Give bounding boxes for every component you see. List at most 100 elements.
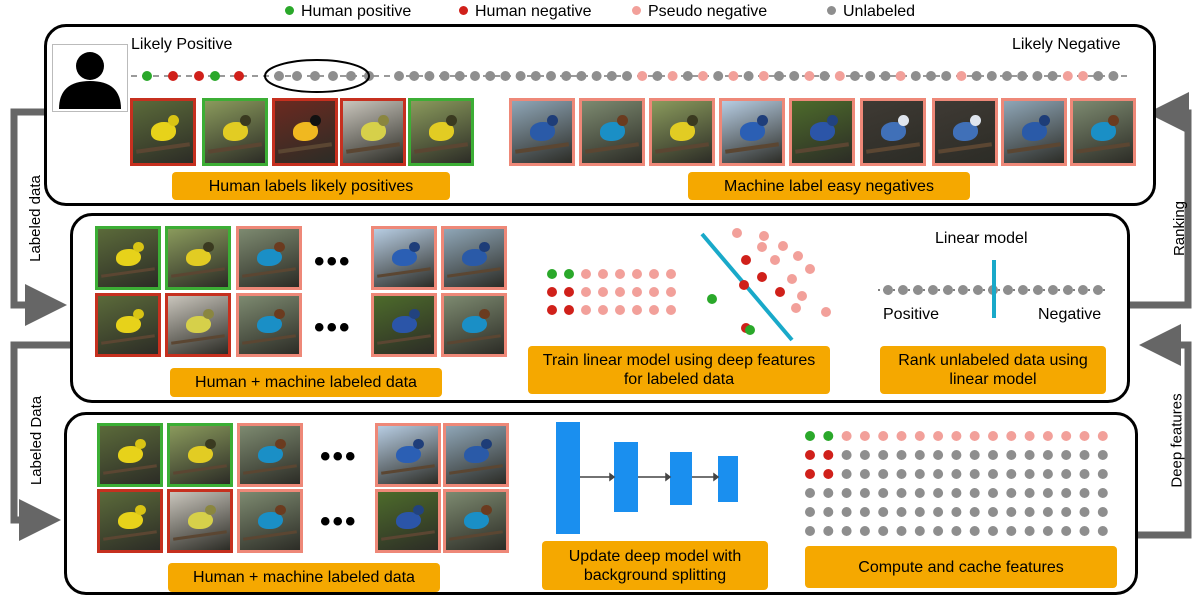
selection-ellipse: [264, 59, 370, 93]
pseudo-negative-dot: [797, 291, 807, 301]
pseudo-negative-dot: [581, 287, 591, 297]
unlabeled-dot: [805, 507, 815, 517]
bird-image-thumbnail: [789, 98, 855, 166]
unlabeled-dot: [841, 469, 852, 479]
unlabeled-dot: [454, 71, 465, 81]
bird-image-thumbnail: [340, 98, 406, 166]
network-layer-1: [556, 422, 580, 534]
unlabeled-dot: [1097, 526, 1108, 536]
ranking-label: Ranking: [1171, 200, 1189, 257]
linear-separator-scatter: [700, 228, 831, 342]
unlabeled-dot: [424, 71, 435, 81]
unlabeled-dot: [910, 71, 921, 81]
unlabeled-dot: [346, 71, 356, 81]
unlabeled-dot: [878, 450, 889, 460]
human-negative-dot: [168, 71, 178, 81]
unlabeled-dot: [439, 71, 450, 81]
unlabeled-dot: [1061, 507, 1072, 517]
pseudo-negative-dot: [988, 431, 998, 441]
unlabeled-dot: [969, 469, 980, 479]
human-labels-tag: Human labels likely positives: [172, 172, 450, 200]
unlabeled-dot: [883, 285, 893, 295]
pseudo-negative-dot: [758, 71, 769, 81]
bird-image-thumbnail: [441, 226, 507, 290]
pseudo-negative-dot: [859, 431, 870, 441]
bird-image-thumbnail: [165, 293, 231, 357]
pseudo-negative-dot: [632, 269, 642, 279]
unlabeled-dot: [819, 71, 830, 81]
pseudo-negative-dot: [805, 264, 815, 274]
pseudo-negative-dot: [1062, 71, 1073, 81]
unlabeled-dot: [1024, 469, 1035, 479]
unlabeled-dot: [470, 71, 480, 81]
pseudo-negative-dot: [933, 431, 944, 441]
unlabeled-dot: [713, 71, 724, 81]
unlabeled-dot: [859, 507, 870, 517]
human-negative-dot: [547, 305, 557, 315]
pseudo-negative-dot: [666, 269, 676, 279]
unlabeled-dot: [988, 488, 998, 498]
unlabeled-dot: [969, 507, 980, 517]
deep-features-arrow: [1138, 324, 1192, 539]
unlabeled-dot: [1002, 71, 1012, 81]
unlabeled-dot: [971, 71, 982, 81]
feature-cache-grid: [805, 431, 1108, 536]
unlabeled-dot: [1018, 285, 1028, 295]
labeled-data-label-top: Labeled data: [26, 175, 44, 262]
unlabeled-dot: [805, 488, 815, 498]
human-positive-dot: [547, 269, 557, 279]
unlabeled-dot: [986, 71, 997, 81]
bird-image-thumbnail: [509, 98, 575, 166]
pseudo-negative-dot: [1061, 431, 1072, 441]
unlabeled-dot: [859, 526, 870, 536]
bird-image-thumbnail: [1001, 98, 1067, 166]
pseudo-negative-dot: [728, 71, 739, 81]
bird-image-thumbnail: [443, 423, 509, 487]
labeled-feature-grid: [547, 269, 676, 315]
unlabeled-dot: [576, 71, 587, 81]
pseudo-negative-dot: [804, 71, 815, 81]
legend-label: Pseudo negative: [648, 3, 768, 20]
unlabeled-dot: [1048, 285, 1058, 295]
pseudo-negative-dot: [841, 431, 852, 441]
unlabeled-dot: [951, 450, 962, 460]
unlabeled-dot: [958, 285, 968, 295]
pseudo-negative-dot: [1078, 71, 1088, 81]
unlabeled-dot: [896, 450, 907, 460]
pseudo-negative-dot: [951, 431, 962, 441]
pseudo-negative-dot: [834, 71, 845, 81]
unlabeled-dot: [1006, 526, 1017, 536]
bird-image-thumbnail: [649, 98, 715, 166]
unlabeled-dot: [805, 526, 815, 536]
pseudo-negative-dot: [615, 287, 625, 297]
unlabeled-dot: [988, 526, 998, 536]
train-linear-model-tag: Train linear model using deep features f…: [528, 346, 830, 394]
unlabeled-dot: [774, 71, 784, 81]
pseudo-negative-dot: [956, 71, 967, 81]
unlabeled-dot: [1024, 488, 1035, 498]
pseudo-negative-dot: [698, 71, 708, 81]
unlabeled-dot: [988, 450, 998, 460]
unlabeled-dot: [943, 285, 953, 295]
unlabeled-dot: [823, 526, 834, 536]
human-negative-dot: [564, 305, 574, 315]
bird-image-thumbnail: [236, 293, 302, 357]
pseudo-negative-dot: [581, 269, 591, 279]
unlabeled-dot: [530, 71, 541, 81]
pseudo-negative-dot: [914, 431, 925, 441]
ranked-data-line: [131, 59, 1131, 93]
bird-image-thumbnail: [236, 226, 302, 290]
bird-image-thumbnail: [443, 489, 509, 553]
pseudo-negative-dot-icon: [632, 6, 641, 15]
unlabeled-dot: [1006, 469, 1017, 479]
legend-label: Human positive: [301, 3, 412, 20]
unlabeled-dot: [896, 526, 907, 536]
linear-model-ranking: [878, 260, 1106, 318]
ellipsis: •••: [314, 311, 352, 344]
unlabeled-dot: [841, 526, 852, 536]
unlabeled-dot: [546, 71, 556, 81]
unlabeled-dot: [1017, 71, 1028, 81]
unlabeled-dot: [933, 488, 944, 498]
unlabeled-dot: [933, 469, 944, 479]
unlabeled-dot: [1032, 71, 1043, 81]
